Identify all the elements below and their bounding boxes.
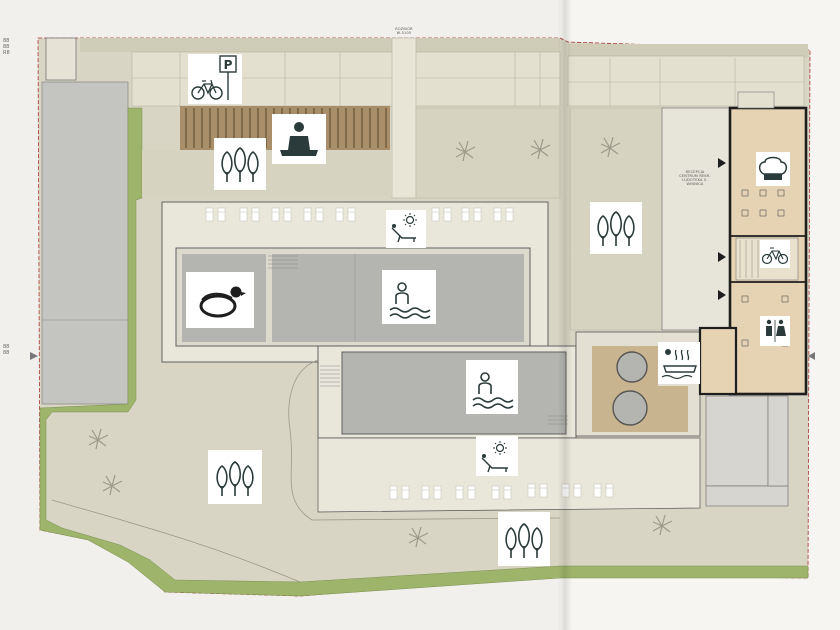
entry-box	[45, 37, 77, 81]
trees-icon-bottom-left	[208, 450, 262, 504]
lawn-curve-2	[51, 499, 301, 583]
bike-rental-icon	[760, 240, 790, 268]
trees-icon-top-left	[214, 138, 266, 190]
top-gravel-strip	[80, 38, 560, 52]
jacuzzi-1	[616, 351, 648, 383]
jacuzzi-2	[612, 390, 648, 426]
book-gutter	[558, 0, 572, 630]
green-strip-left	[39, 107, 809, 597]
top-right-gravel	[568, 44, 808, 58]
wc-block	[698, 326, 738, 396]
left-margin-mid-label: 88 88	[3, 344, 10, 356]
outbuilding-2	[705, 485, 789, 507]
restaurant-icon	[756, 152, 790, 186]
lower-pool-water	[341, 351, 567, 435]
outbuilding-1	[705, 395, 769, 487]
entrance-walkway	[391, 37, 417, 199]
swimming-pool-icon-lower	[466, 360, 518, 414]
top-canopy	[737, 91, 775, 109]
top-entrance-label: ROZBIÓR W-5105	[395, 27, 413, 35]
jacuzzi-icon	[658, 342, 700, 384]
trees-icon-bottom	[498, 512, 550, 566]
left-margin-top-label: 88 88 R8	[3, 38, 10, 56]
sunbed-icon-bottom	[476, 436, 518, 476]
entry-arrows	[718, 158, 726, 300]
reception-label: RECEPCJA CENTRUM REKR. LUDOTEKA 0. WINNI…	[679, 170, 711, 186]
lawn-curve	[288, 359, 561, 521]
swimming-pool-icon-upper	[382, 270, 436, 324]
kids-pool-icon	[186, 272, 254, 328]
restroom-icon	[760, 316, 790, 346]
left-parking-strip	[41, 81, 129, 405]
upper-garden	[142, 150, 392, 196]
bike-parking-icon: P	[188, 54, 242, 104]
sunbed-icon-top	[386, 210, 426, 248]
svg-text:P: P	[224, 58, 233, 72]
trees-icon-right	[590, 202, 642, 254]
outbuilding-3	[767, 395, 789, 487]
fitness-icon	[272, 114, 326, 164]
upper-garden-right	[415, 107, 561, 199]
